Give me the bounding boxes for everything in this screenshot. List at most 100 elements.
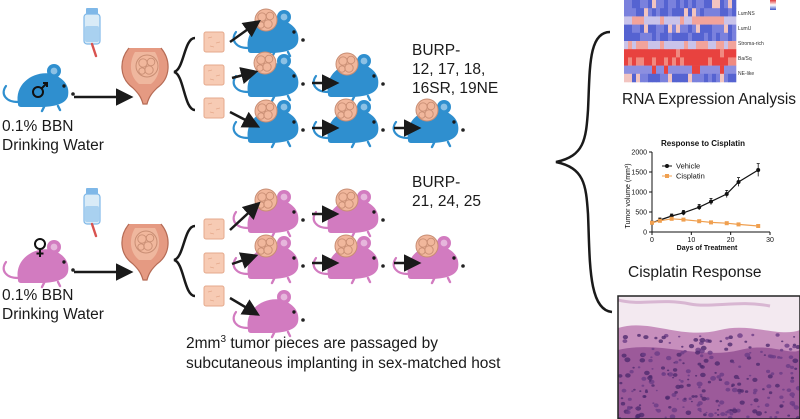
heatmap-cell — [696, 32, 701, 42]
heatmap-cell — [640, 8, 645, 17]
nucleus — [669, 414, 676, 419]
heatmap-cell — [680, 41, 685, 50]
nucleus — [785, 364, 791, 368]
heatmap-cell — [724, 49, 729, 58]
data-point — [657, 218, 662, 223]
nucleus — [638, 404, 642, 407]
implanted-tumor-icon — [415, 98, 439, 122]
heatmap-cell — [680, 24, 685, 34]
nucleus — [666, 355, 672, 361]
nucleus — [782, 388, 785, 391]
heatmap-cell — [644, 73, 649, 83]
heatmap-cell — [652, 24, 657, 34]
nucleus — [714, 361, 720, 366]
nucleus — [775, 333, 780, 337]
data-point — [736, 180, 741, 184]
nucleus — [633, 388, 636, 391]
heatmap-cell — [696, 73, 701, 83]
heatmap-cell — [676, 65, 681, 75]
nucleus — [767, 396, 771, 399]
nucleus — [714, 412, 717, 415]
heatmap-cell — [648, 24, 653, 34]
nucleus — [680, 380, 684, 383]
nucleus — [737, 377, 740, 380]
nucleus — [668, 341, 672, 344]
nucleus — [635, 413, 641, 418]
nucleus — [678, 379, 681, 381]
heatmap-cell — [728, 16, 733, 25]
heatmap-cell — [644, 16, 649, 25]
heatmap-cell — [652, 0, 657, 9]
x-axis-label: Days of Treatment — [677, 245, 738, 252]
implanted-tumor-icon — [335, 52, 359, 76]
data-point — [709, 199, 713, 204]
heatmap-cell — [704, 8, 709, 17]
heatmap-cell — [732, 73, 737, 83]
nucleus — [658, 339, 663, 344]
heatmap-cell — [648, 73, 653, 83]
heatmap-cell — [672, 41, 677, 50]
heatmap-cell — [676, 32, 681, 42]
nucleus — [777, 356, 781, 359]
passage-mice-female — [232, 188, 466, 339]
nucleus — [737, 333, 743, 338]
nucleus — [696, 403, 701, 407]
heatmap-cell — [668, 16, 673, 25]
heatmap-cell — [660, 8, 665, 17]
nucleus — [672, 373, 678, 377]
heatmap-cell — [712, 73, 717, 83]
heatmap-row-label: NE-like — [738, 71, 754, 77]
heatmap-cell — [724, 73, 729, 83]
chart-marks — [650, 163, 761, 228]
nucleus — [746, 377, 749, 380]
heatmap-cell — [640, 65, 645, 75]
heatmap-cell — [688, 8, 693, 17]
heatmap-cell — [684, 65, 689, 75]
heatmap-cell — [672, 8, 677, 17]
nucleus — [699, 339, 702, 341]
nucleus — [622, 339, 628, 343]
heatmap-cell — [668, 32, 673, 42]
heatmap-cell — [640, 24, 645, 34]
nucleus — [691, 395, 695, 398]
nucleus — [707, 350, 713, 355]
nucleus — [672, 376, 675, 379]
nucleus — [790, 365, 794, 369]
heatmap-cell — [668, 49, 673, 58]
nucleus — [644, 390, 649, 394]
nucleus — [752, 391, 757, 395]
nucleus — [757, 405, 760, 408]
heatmap-cell — [676, 0, 681, 9]
heatmap-cell — [624, 65, 629, 75]
heatmap-cell — [684, 24, 689, 34]
heatmap-cell — [656, 73, 661, 83]
heatmap-cell — [652, 49, 657, 58]
legend-label-cisplatin: Cisplatin — [676, 172, 705, 181]
nucleus — [749, 351, 752, 354]
heatmap-cell — [624, 41, 629, 50]
nucleus — [790, 376, 795, 380]
nucleus — [768, 391, 773, 395]
nucleus — [696, 381, 703, 387]
nucleus — [622, 335, 629, 340]
heatmap-cell — [728, 49, 733, 58]
nucleus — [678, 335, 681, 338]
male-water-label-line1: 0.1% BBN — [2, 118, 74, 135]
nucleus — [789, 392, 795, 397]
heatmap-cell — [688, 24, 693, 34]
implanted-tumor-icon — [334, 234, 358, 258]
nucleus — [770, 372, 775, 376]
heatmap-cell — [664, 41, 669, 50]
nucleus — [683, 397, 687, 400]
water-bottle-icon — [82, 186, 102, 238]
nucleus — [793, 336, 796, 338]
nucleus — [717, 404, 721, 407]
female-water-label-line1: 0.1% BBN — [2, 287, 74, 304]
nucleus — [719, 372, 725, 377]
nucleus — [678, 358, 682, 362]
nucleus — [697, 362, 702, 366]
nucleus — [737, 382, 742, 386]
nucleus — [699, 393, 703, 397]
heatmap-cell — [644, 65, 649, 75]
heatmap-cell — [660, 32, 665, 42]
